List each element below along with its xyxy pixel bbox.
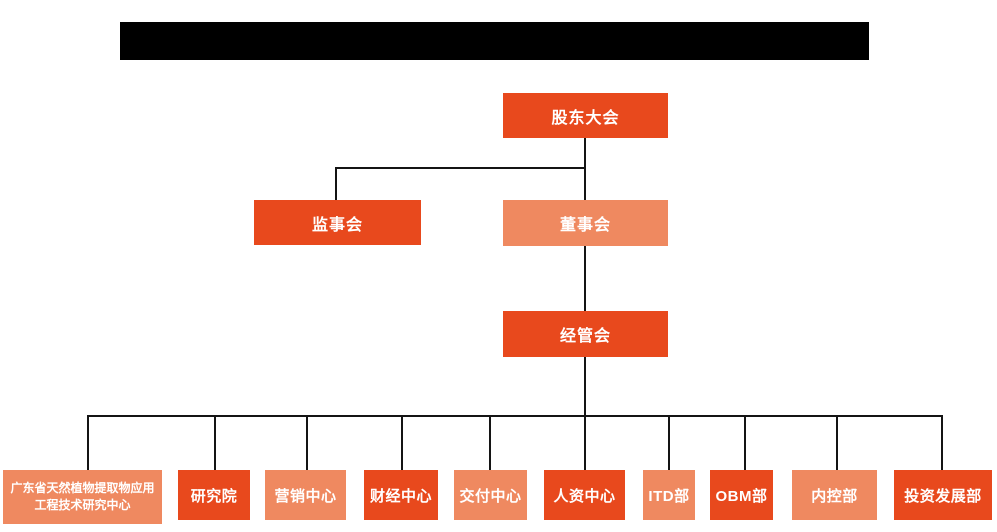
- connector-drop-7: [744, 415, 746, 470]
- node-dept-finance-center: 财经中心: [364, 470, 438, 520]
- node-management-committee: 经管会: [503, 311, 668, 357]
- connector-drop-4: [489, 415, 491, 470]
- node-dept-internal-control: 内控部: [792, 470, 877, 520]
- connector-board-to-management: [584, 246, 586, 311]
- connector-drop-9: [941, 415, 943, 470]
- connector-drop-6: [668, 415, 670, 470]
- connector-management-to-bus: [584, 357, 586, 416]
- redacted-title-bar: [120, 22, 869, 60]
- node-dept-delivery-center: 交付中心: [454, 470, 527, 520]
- connector-supervisory-drop: [335, 167, 337, 200]
- node-dept-investment-development: 投资发展部: [894, 470, 992, 520]
- connector-branch-horizontal: [335, 167, 586, 169]
- connector-drop-5: [584, 415, 586, 470]
- node-dept-research-institute: 研究院: [178, 470, 250, 520]
- connector-drop-2: [306, 415, 308, 470]
- connector-drop-0: [87, 415, 89, 470]
- node-dept-obm: OBM部: [710, 470, 773, 520]
- connector-drop-3: [401, 415, 403, 470]
- connector-department-bus: [87, 415, 943, 417]
- node-dept-marketing-center: 营销中心: [265, 470, 346, 520]
- connector-drop-8: [836, 415, 838, 470]
- node-supervisory-board: 监事会: [254, 200, 421, 245]
- node-shareholders-meeting: 股东大会: [503, 93, 668, 138]
- connector-drop-1: [214, 415, 216, 470]
- node-board-of-directors: 董事会: [503, 200, 668, 246]
- node-dept-research-center: 广东省天然植物提取物应用工程技术研究中心: [3, 470, 162, 524]
- connector-shareholders-down: [584, 138, 586, 200]
- node-dept-itd: ITD部: [643, 470, 695, 520]
- node-dept-hr-center: 人资中心: [544, 470, 625, 520]
